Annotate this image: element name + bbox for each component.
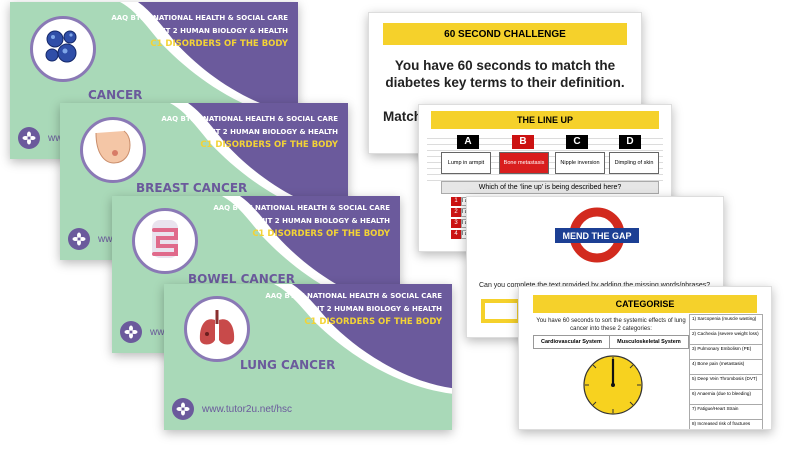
lineup-box-bone: Bone metastasis — [499, 152, 549, 174]
underground-roundel-icon — [555, 207, 639, 263]
slide-header: AAQ BTEC NATIONAL HEALTH & SOCIAL CARE UN… — [265, 290, 442, 329]
topic-name: BOWEL CANCER — [188, 272, 295, 286]
category-header-musculoskeletal: Musculoskeletal System — [608, 335, 690, 349]
list-item[interactable]: 5) Deep Vein Thrombosis (DVT) — [689, 374, 763, 390]
lineup-number-2: 2 — [451, 208, 461, 217]
challenge-title: 60 SECOND CHALLENGE — [383, 23, 627, 45]
list-item[interactable]: 3) Pulmonary Embolism (PE) — [689, 344, 763, 360]
flower-logo-icon — [68, 228, 90, 250]
categorise-text: You have 60 seconds to sort the systemic… — [536, 318, 686, 332]
challenge-text: You have 60 seconds to match the diabete… — [385, 58, 625, 90]
lineup-letter-d: D — [619, 135, 641, 149]
cancer-cells-icon — [40, 24, 86, 75]
lineup-number-1: 1 — [451, 197, 461, 206]
countdown-timer-icon — [583, 355, 643, 415]
topic-illustration — [80, 117, 146, 183]
list-item[interactable]: 8) Increased risk of fractures — [689, 419, 763, 429]
lineup-box-dimpling: Dimpling of skin — [609, 152, 659, 174]
topic-illustration — [132, 208, 198, 274]
category-header-cardiovascular: Cardiovascular System — [533, 335, 610, 349]
slide-categorise: CATEGORISE You have 60 seconds to sort t… — [518, 286, 772, 430]
website-url[interactable]: ww — [98, 234, 113, 245]
flower-logo-icon — [120, 321, 142, 343]
mendgap-title: MEND THE GAP — [562, 231, 632, 241]
title-slide-cancer: AAQ BTEC NATIONAL HEALTH & SOCIAL CARE UN… — [10, 2, 298, 159]
categorise-table: Cardiovascular System Musculoskeletal Sy… — [533, 335, 690, 349]
course-title: AAQ BTEC NATIONAL HEALTH & SOCIAL CARE — [265, 292, 442, 300]
website-url[interactable]: www.tutor2u.net/hsc — [202, 404, 293, 415]
purple-swoosh — [120, 2, 298, 120]
section-title: C1 DISORDERS OF THE BODY — [252, 229, 390, 239]
topic-name: BREAST CANCER — [136, 181, 248, 195]
topic-illustration — [30, 16, 96, 82]
lineup-letter-b: B — [512, 135, 534, 149]
categorise-item-list: 1) Sarcopenia (muscle wasting) 2) Cachex… — [689, 314, 763, 429]
course-title: AAQ BTEC NATIONAL HEALTH & SOCIAL CARE — [213, 204, 390, 212]
slide-header: AAQ BTEC NATIONAL HEALTH & SOCIAL CARE UN… — [161, 113, 338, 152]
website-url[interactable]: ww — [48, 133, 63, 144]
lineup-letter-a: A — [457, 135, 479, 149]
lineup-box-nipple: Nipple inversion — [555, 152, 605, 174]
lineup-box-lump: Lump in armpit — [441, 152, 491, 174]
course-title: AAQ BTEC NATIONAL HEALTH & SOCIAL CARE — [161, 115, 338, 123]
list-item[interactable]: 2) Cachexia (severe weight loss) — [689, 329, 763, 345]
bowel-icon — [142, 216, 188, 267]
course-title: AAQ BTEC NATIONAL HEALTH & SOCIAL CARE — [111, 14, 288, 22]
purple-swoosh — [274, 284, 452, 394]
section-title: C1 DISORDERS OF THE BODY — [150, 39, 288, 49]
lineup-letter-c: C — [566, 135, 588, 149]
unit-title: UNIT 2 HUMAN BIOLOGY & HEALTH — [305, 305, 442, 313]
unit-title: UNIT 2 HUMAN BIOLOGY & HEALTH — [253, 217, 390, 225]
slide-header: AAQ BTEC NATIONAL HEALTH & SOCIAL CARE UN… — [111, 12, 288, 51]
list-item[interactable]: 4) Bone pain (metastasis) — [689, 359, 763, 375]
categorise-title: CATEGORISE — [533, 295, 757, 313]
slide-the-line-up: THE LINE UP A B C D Lump in armpit Bone … — [418, 104, 672, 252]
lungs-icon — [194, 304, 240, 355]
flower-logo-icon — [172, 398, 194, 420]
lineup-number-4: 4 — [451, 230, 461, 239]
section-title: C1 DISORDERS OF THE BODY — [200, 140, 338, 150]
section-title: C1 DISORDERS OF THE BODY — [304, 317, 442, 327]
flower-logo-icon — [18, 127, 40, 149]
lineup-number-3: 3 — [451, 219, 461, 228]
topic-illustration — [184, 296, 250, 362]
lineup-question: Which of the ‘line up’ is being describe… — [441, 181, 659, 194]
breast-icon — [90, 125, 136, 176]
topic-name: LUNG CANCER — [240, 358, 336, 372]
list-item[interactable]: 7) Fatigue/Heart Strain — [689, 404, 763, 420]
title-slide-lung-cancer: AAQ BTEC NATIONAL HEALTH & SOCIAL CARE UN… — [164, 284, 452, 430]
mendgap-answer-box — [481, 299, 521, 323]
slide-header: AAQ BTEC NATIONAL HEALTH & SOCIAL CARE UN… — [213, 202, 390, 241]
list-item[interactable]: 6) Anaemia (due to bleeding) — [689, 389, 763, 405]
website-url[interactable]: ww — [150, 327, 165, 338]
unit-title: UNIT 2 HUMAN BIOLOGY & HEALTH — [201, 128, 338, 136]
mendgap-text: Can you complete the text provided by ad… — [479, 282, 710, 289]
unit-title: UNIT 2 HUMAN BIOLOGY & HEALTH — [151, 27, 288, 35]
challenge-partial-text: Match — [383, 109, 423, 124]
purple-swoosh — [170, 103, 348, 221]
lineup-title: THE LINE UP — [431, 111, 659, 129]
topic-name: CANCER — [88, 88, 143, 102]
list-item[interactable]: 1) Sarcopenia (muscle wasting) — [689, 314, 763, 330]
